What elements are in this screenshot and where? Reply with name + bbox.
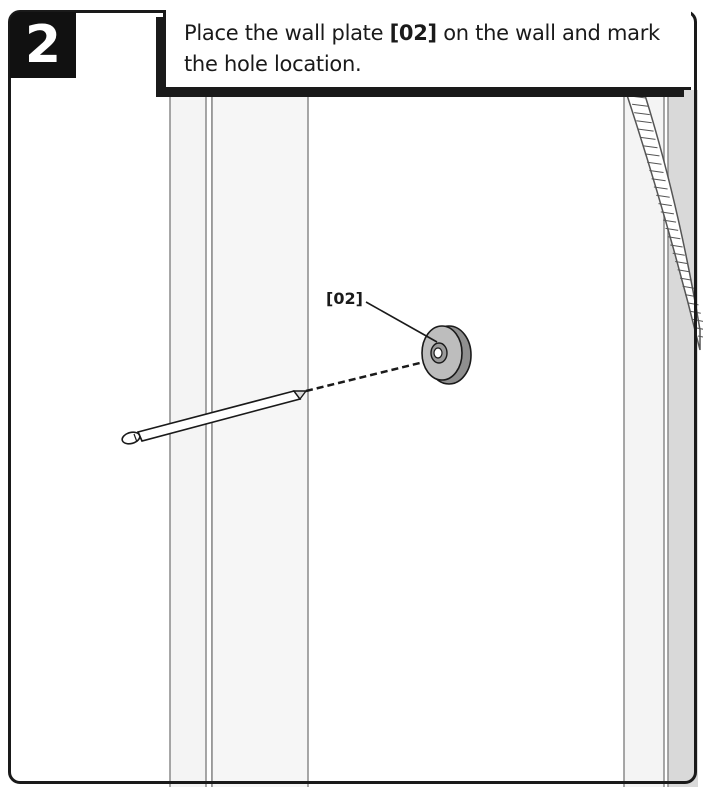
hatched-strip [624,91,703,351]
step-number: 2 [24,15,62,75]
instruction-text: Place the wall plate [02] on the wall an… [184,18,677,80]
callout-label: [02] [326,289,363,308]
wall-panels [169,90,698,787]
instruction-text-start: Place the wall plate [184,21,390,45]
instruction-text-end: on the wall and mark the hole location. [184,21,660,76]
instruction-box: Place the wall plate [02] on the wall an… [163,10,691,90]
step-number-badge: 2 [10,12,76,78]
pencil-icon [121,390,308,445]
step-frame [8,10,697,784]
callout-leader [365,301,438,343]
part-reference: [02] [389,21,438,45]
